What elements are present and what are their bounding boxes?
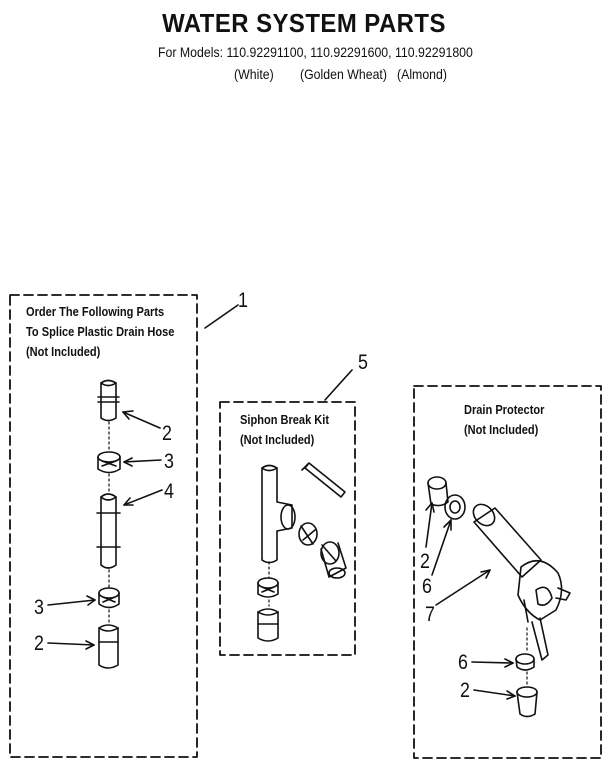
drain-protector-heading: Drain Protector bbox=[464, 402, 545, 417]
siphon-kit-parts bbox=[257, 462, 347, 642]
ref-1-leader bbox=[204, 304, 239, 329]
splice-kit-not-included: (Not Included) bbox=[26, 344, 101, 359]
callout-6-ring-lower: 6 bbox=[458, 651, 468, 674]
ref-number-1: 1 bbox=[238, 289, 248, 312]
siphon-kit-not-included: (Not Included) bbox=[240, 432, 315, 447]
siphon-kit-box bbox=[219, 401, 356, 656]
drain-protector-box bbox=[413, 385, 602, 759]
callout-3-clamp-lower: 3 bbox=[34, 596, 44, 619]
splice-kit-heading-1: Order The Following Parts bbox=[26, 304, 165, 319]
callout-2-connector-lower: 2 bbox=[34, 632, 44, 655]
ref-number-5: 5 bbox=[358, 351, 368, 374]
model-numbers: For Models: 110.92291100, 110.92291600, … bbox=[158, 44, 473, 60]
splice-kit-box bbox=[9, 294, 198, 758]
page-title: WATER SYSTEM PARTS bbox=[162, 8, 446, 38]
splice-kit-parts bbox=[47, 379, 163, 669]
ref-5-leader bbox=[324, 369, 353, 401]
callout-2-connector: 2 bbox=[162, 422, 172, 445]
color-white: (White) bbox=[234, 66, 274, 82]
callout-4-splice-tube: 4 bbox=[164, 480, 174, 503]
callout-6-ring: 6 bbox=[422, 575, 432, 598]
color-golden-wheat: (Golden Wheat) bbox=[300, 66, 387, 82]
callout-2-cap: 2 bbox=[420, 550, 430, 573]
drain-protector-not-included: (Not Included) bbox=[464, 422, 539, 437]
callout-3-clamp: 3 bbox=[164, 450, 174, 473]
color-almond: (Almond) bbox=[397, 66, 447, 82]
drain-protector-parts bbox=[425, 476, 571, 718]
siphon-kit-heading: Siphon Break Kit bbox=[240, 412, 330, 427]
splice-kit-heading-2: To Splice Plastic Drain Hose bbox=[26, 324, 175, 339]
callout-7-protector-body: 7 bbox=[425, 603, 435, 626]
callout-2-cup-lower: 2 bbox=[460, 679, 470, 702]
